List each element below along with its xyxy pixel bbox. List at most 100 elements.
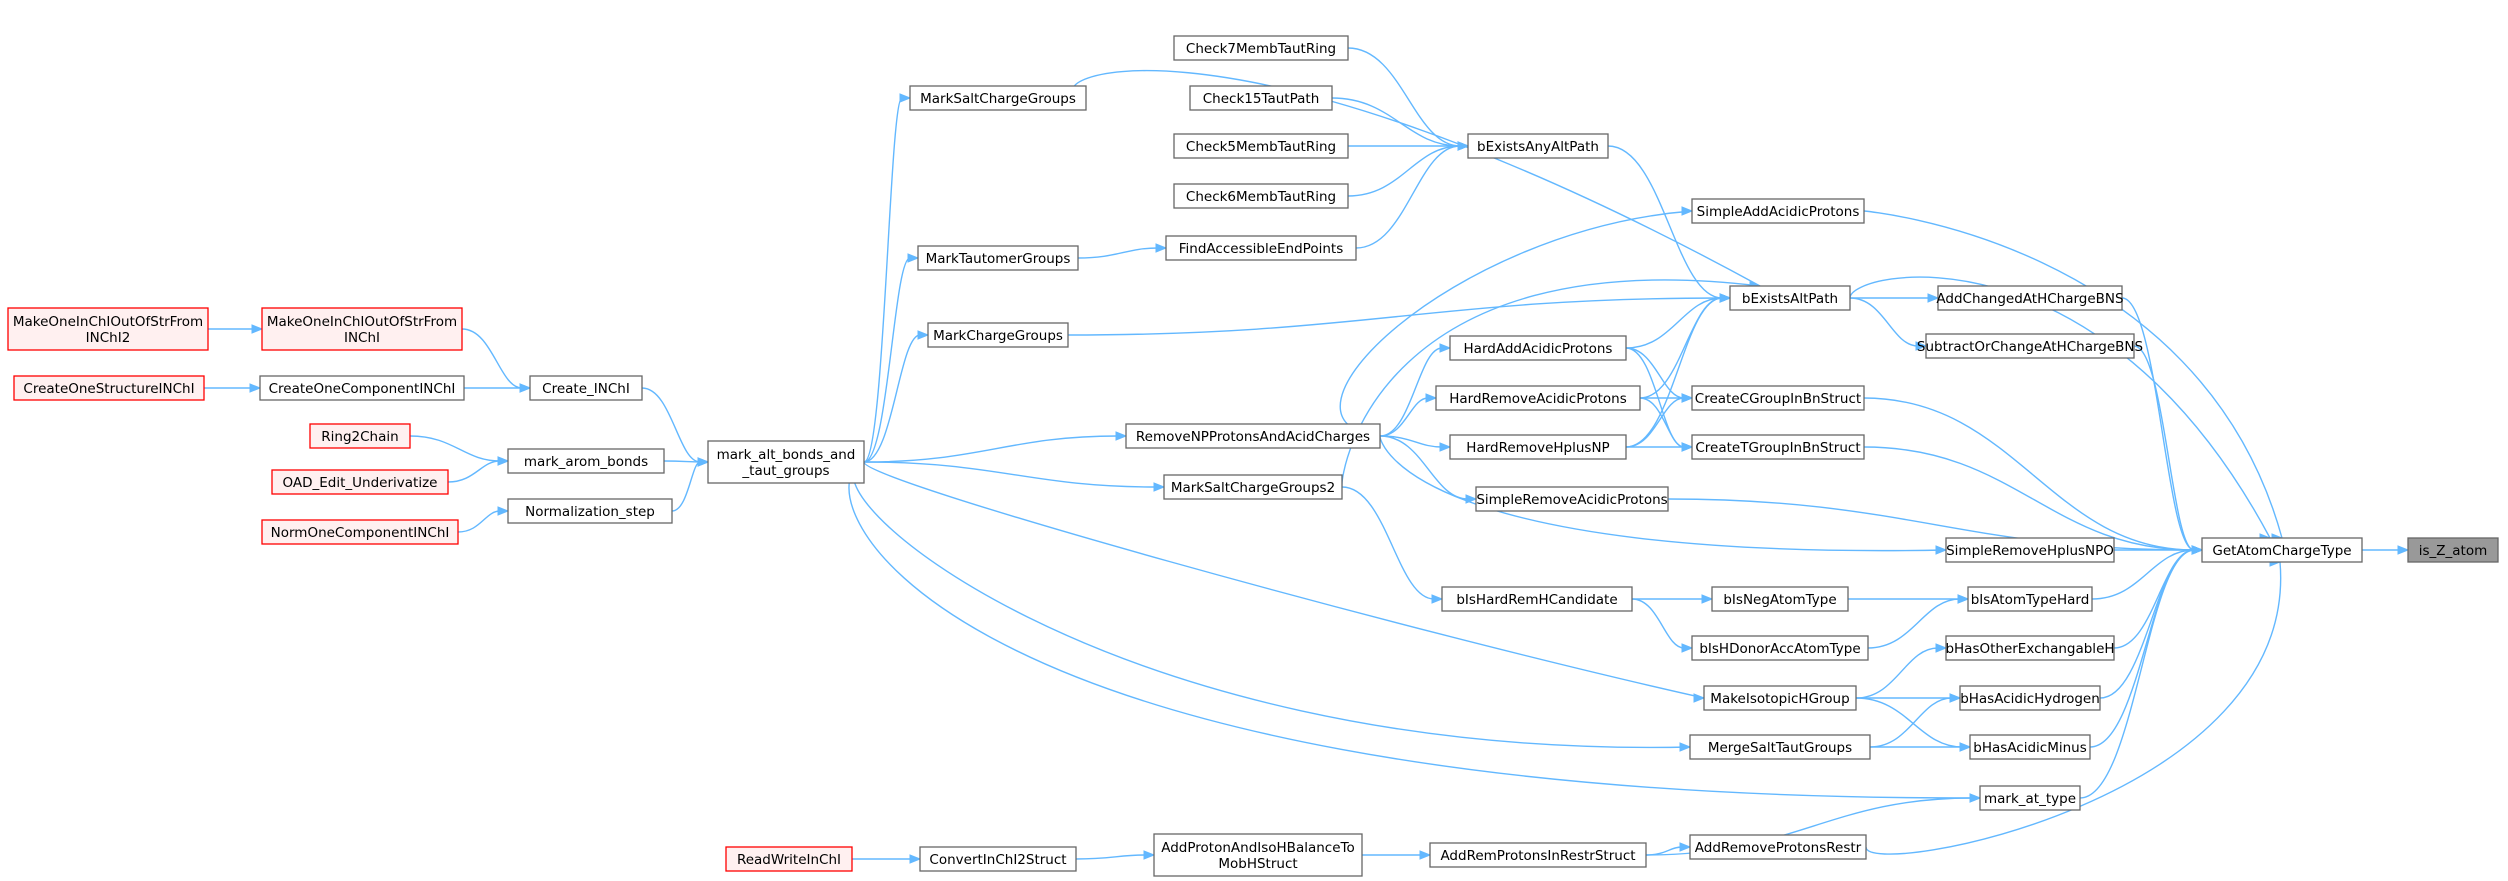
node-box bbox=[1153, 833, 1363, 877]
edge-ConvertInChI2Struct-to-AddProtonAndIsoHBalanceToMobHStruct bbox=[1075, 854, 1147, 860]
node-SimpleRemoveAcidicProtons[interactable]: SimpleRemoveAcidicProtons bbox=[1475, 486, 1669, 512]
node-label: RemoveNPProtonsAndAcidCharges bbox=[1136, 429, 1370, 445]
edge-HardRemoveAcidicProtons-to-CreateTGroupInBnStruct bbox=[1639, 397, 1685, 448]
node-ReadWriteInChI[interactable]: ReadWriteInChI bbox=[725, 846, 853, 872]
node-mark_at_type[interactable]: mark_at_type bbox=[1979, 785, 2081, 811]
arrowhead-icon bbox=[1681, 442, 1694, 452]
node-box bbox=[1969, 734, 2091, 760]
edge-Check6MembTautRing-to-bExistsAnyAltPath bbox=[1347, 145, 1461, 197]
node-label: Check7MembTautRing bbox=[1186, 41, 1336, 57]
node-label: ReadWriteInChI bbox=[737, 852, 841, 868]
edge-CreateCGroupInBnStruct-to-GetAtomChargeType bbox=[1863, 397, 2195, 551]
node-CreateTGroupInBnStruct[interactable]: CreateTGroupInBnStruct bbox=[1691, 434, 1865, 460]
node-box bbox=[1967, 586, 2093, 612]
edges-layer bbox=[203, 47, 2410, 864]
node-bIsAtomTypeHard[interactable]: bIsAtomTypeHard bbox=[1967, 586, 2093, 612]
node-label: CreateOneComponentINChI bbox=[269, 381, 456, 397]
node-AddRemProtonsInRestrStruct[interactable]: AddRemProtonsInRestrStruct bbox=[1429, 842, 1647, 868]
edge-NormOneComponentINChI-to-Normalization_step bbox=[457, 510, 501, 533]
node-CreateOneStructureINChI[interactable]: CreateOneStructureINChI bbox=[13, 375, 205, 401]
node-bIsHDonorAccAtomType[interactable]: bIsHDonorAccAtomType bbox=[1691, 635, 1869, 661]
node-label: MobHStruct bbox=[1218, 856, 1297, 872]
node-label: INChI bbox=[344, 330, 380, 346]
node-bIsHardRemHCandidate[interactable]: bIsHardRemHCandidate bbox=[1441, 586, 1633, 612]
node-label: MakeOneInChIOutOfStrFrom bbox=[13, 314, 203, 330]
node-Check6MembTautRing[interactable]: Check6MembTautRing bbox=[1173, 183, 1349, 209]
node-box bbox=[1173, 183, 1349, 209]
node-MakeIsotopicHGroup[interactable]: MakeIsotopicHGroup bbox=[1703, 685, 1857, 711]
node-label: AddRemProtonsInRestrStruct bbox=[1440, 848, 1635, 864]
node-label: MarkTautomerGroups bbox=[926, 251, 1071, 267]
arrowhead-icon bbox=[1949, 693, 1962, 703]
node-MarkTautomerGroups[interactable]: MarkTautomerGroups bbox=[917, 245, 1079, 271]
edge-RemoveNPProtonsAndAcidCharges-to-SimpleAddAcidicProtons bbox=[1339, 210, 1693, 437]
node-bHasAcidicMinus[interactable]: bHasAcidicMinus bbox=[1969, 734, 2091, 760]
arrowhead-icon bbox=[249, 383, 262, 393]
node-CreateCGroupInBnStruct[interactable]: CreateCGroupInBnStruct bbox=[1691, 385, 1865, 411]
edge-mark_alt_bonds_and_taut_groups-to-MarkChargeGroups bbox=[863, 334, 921, 463]
node-RemoveNPProtonsAndAcidCharges[interactable]: RemoveNPProtonsAndAcidCharges bbox=[1125, 423, 1381, 449]
node-label: mark_alt_bonds_and bbox=[717, 447, 856, 463]
node-NormOneComponentINChI[interactable]: NormOneComponentINChI bbox=[261, 519, 459, 545]
node-MergeSaltTautGroups[interactable]: MergeSaltTautGroups bbox=[1689, 734, 1871, 760]
node-SubtractOrChangeAtHChargeBNS[interactable]: SubtractOrChangeAtHChargeBNS bbox=[1917, 333, 2143, 359]
node-is_Z_atom[interactable]: is_Z_atom bbox=[2407, 537, 2499, 563]
arrowhead-icon bbox=[1679, 842, 1692, 852]
node-Check15TautPath[interactable]: Check15TautPath bbox=[1189, 85, 1333, 111]
node-MarkSaltChargeGroups2[interactable]: MarkSaltChargeGroups2 bbox=[1163, 474, 1343, 500]
edge-HardAddAcidicProtons-to-CreateCGroupInBnStruct bbox=[1625, 347, 1685, 399]
node-box bbox=[1691, 635, 1869, 661]
node-SimpleAddAcidicProtons[interactable]: SimpleAddAcidicProtons bbox=[1691, 198, 1865, 224]
edge-SubtractOrChangeAtHChargeBNS-to-GetAtomChargeType bbox=[2133, 345, 2195, 551]
node-CreateOneComponentINChI[interactable]: CreateOneComponentINChI bbox=[259, 375, 465, 401]
edge-bIsHDonorAccAtomType-to-bIsAtomTypeHard bbox=[1867, 598, 1961, 649]
node-label: SimpleRemoveHplusNPO bbox=[1946, 543, 2114, 559]
node-GetAtomChargeType[interactable]: GetAtomChargeType bbox=[2201, 537, 2363, 563]
node-HardRemoveAcidicProtons[interactable]: HardRemoveAcidicProtons bbox=[1435, 385, 1641, 411]
node-bIsNegAtomType[interactable]: bIsNegAtomType bbox=[1711, 586, 1849, 612]
node-SimpleRemoveHplusNPO[interactable]: SimpleRemoveHplusNPO bbox=[1945, 537, 2115, 563]
edge-OAD_Edit_Underivatize-to-mark_arom_bonds bbox=[447, 460, 501, 483]
node-AddChangedAtHChargeBNS[interactable]: AddChangedAtHChargeBNS bbox=[1936, 285, 2124, 311]
node-bHasAcidicHydrogen[interactable]: bHasAcidicHydrogen bbox=[1959, 685, 2101, 711]
edge-bExistsAltPath-to-SubtractOrChangeAtHChargeBNS bbox=[1849, 297, 1919, 347]
node-label: MarkSaltChargeGroups2 bbox=[1171, 480, 1335, 496]
node-Check7MembTautRing[interactable]: Check7MembTautRing bbox=[1173, 35, 1349, 61]
node-ConvertInChI2Struct[interactable]: ConvertInChI2Struct bbox=[919, 846, 1077, 872]
node-label: bHasAcidicMinus bbox=[1973, 740, 2086, 756]
arrowhead-icon bbox=[497, 456, 510, 466]
arrowhead-icon bbox=[1431, 594, 1444, 604]
node-mark_arom_bonds[interactable]: mark_arom_bonds bbox=[507, 448, 665, 474]
edge-CreateTGroupInBnStruct-to-GetAtomChargeType bbox=[1863, 446, 2195, 551]
edge-Normalization_step-to-mark_alt_bonds_and_taut_groups bbox=[671, 461, 701, 512]
arrowhead-icon bbox=[2191, 545, 2204, 555]
node-HardRemoveHplusNP[interactable]: HardRemoveHplusNP bbox=[1449, 434, 1627, 460]
arrowhead-icon bbox=[917, 330, 930, 340]
node-label: _taut_groups bbox=[741, 463, 829, 479]
node-mark_alt_bonds_and_taut_groups[interactable]: mark_alt_bonds_and_taut_groups bbox=[707, 440, 865, 484]
node-Ring2Chain[interactable]: Ring2Chain bbox=[309, 423, 411, 449]
arrowhead-icon bbox=[1681, 393, 1694, 403]
node-bHasOtherExchangableH[interactable]: bHasOtherExchangableH bbox=[1945, 635, 2115, 661]
node-bExistsAltPath[interactable]: bExistsAltPath bbox=[1729, 285, 1851, 311]
node-HardAddAcidicProtons[interactable]: HardAddAcidicProtons bbox=[1449, 335, 1627, 361]
node-Normalization_step[interactable]: Normalization_step bbox=[507, 498, 673, 524]
node-box bbox=[1979, 785, 2081, 811]
edge-AddChangedAtHChargeBNS-to-GetAtomChargeType bbox=[2121, 297, 2195, 551]
node-box bbox=[1125, 423, 1381, 449]
node-box bbox=[1729, 285, 1851, 311]
node-Create_INChI[interactable]: Create_INChI bbox=[529, 375, 643, 401]
node-MarkSaltChargeGroups[interactable]: MarkSaltChargeGroups bbox=[909, 85, 1087, 111]
node-MarkChargeGroups[interactable]: MarkChargeGroups bbox=[927, 322, 1069, 348]
node-Check5MembTautRing[interactable]: Check5MembTautRing bbox=[1173, 133, 1349, 159]
edge-mark_arom_bonds-to-mark_alt_bonds_and_taut_groups bbox=[663, 460, 701, 463]
node-bExistsAnyAltPath[interactable]: bExistsAnyAltPath bbox=[1467, 133, 1609, 159]
node-FindAccessibleEndPoints[interactable]: FindAccessibleEndPoints bbox=[1165, 235, 1357, 261]
node-OAD_Edit_Underivatize[interactable]: OAD_Edit_Underivatize bbox=[271, 469, 449, 495]
edge-mark_alt_bonds_and_taut_groups-to-RemoveNPProtonsAndAcidCharges bbox=[863, 435, 1119, 463]
node-AddRemoveProtonsRestr[interactable]: AddRemoveProtonsRestr bbox=[1689, 834, 1867, 860]
